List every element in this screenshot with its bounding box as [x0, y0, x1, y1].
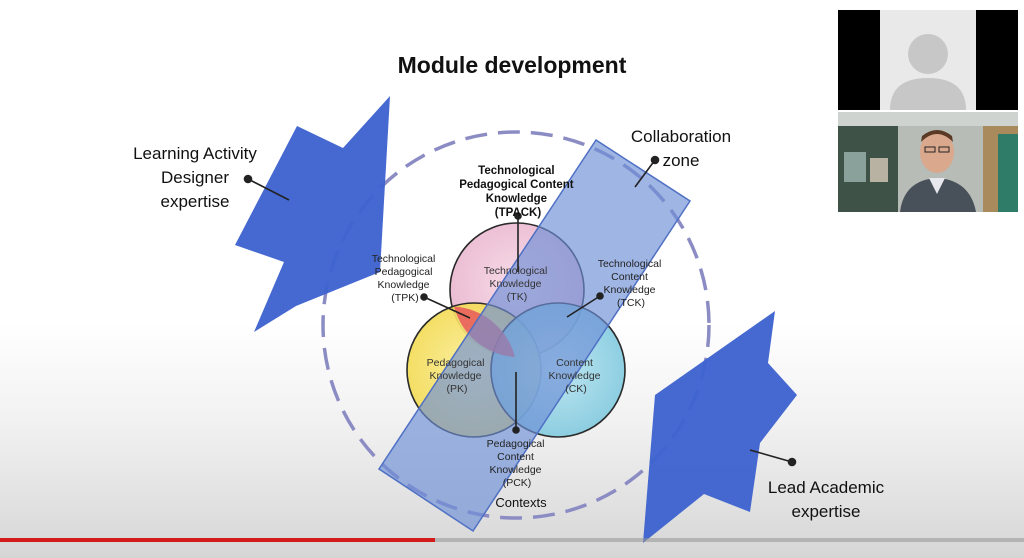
- collaboration-zone-label: Collaboration zone: [616, 125, 746, 173]
- pointer-lines: [243, 155, 797, 467]
- context-ring: [321, 130, 711, 520]
- label-line: expertise: [791, 502, 861, 521]
- label-line: Learning Activity: [133, 144, 257, 163]
- video-progress-fill: [0, 538, 436, 542]
- avatar-placeholder-icon: [880, 10, 976, 110]
- speaker-camera-feed: [838, 112, 1018, 212]
- tk-label: Technological Knowledge (TK): [484, 265, 551, 303]
- participant-video-tile[interactable]: [838, 10, 1018, 110]
- label-line: Collaboration: [630, 127, 732, 146]
- learning-activity-designer-label: Learning Activity Designer expertise: [110, 142, 280, 214]
- label-line: expertise: [160, 192, 230, 211]
- tpack-label: Technological Pedagogical Content Knowle…: [459, 165, 577, 219]
- lead-academic-label: Lead Academic expertise: [746, 476, 906, 524]
- ck-label: Content Knowledge (CK): [549, 357, 604, 395]
- label-line: zone: [662, 151, 700, 170]
- speaker-video-tile[interactable]: [838, 112, 1018, 212]
- tck-label: Technological Content Knowledge (TCK): [598, 258, 665, 309]
- collaboration-zone-band: [377, 138, 692, 533]
- slide-title: Module development: [397, 52, 627, 78]
- lead-academic-arrow: [643, 311, 797, 543]
- label-line: Lead Academic: [767, 478, 885, 497]
- video-progress-bar[interactable]: [0, 538, 1024, 542]
- pck-label: Pedagogical Content Knowledge (PCK): [487, 438, 548, 489]
- contexts-label: Contexts: [495, 495, 547, 510]
- pk-label: Pedagogical Knowledge (PK): [427, 357, 488, 395]
- tpk-label: Technological Pedagogical Knowledge (TPK…: [372, 253, 439, 304]
- learning-designer-arrow: [235, 96, 390, 332]
- label-line: Designer: [160, 168, 230, 187]
